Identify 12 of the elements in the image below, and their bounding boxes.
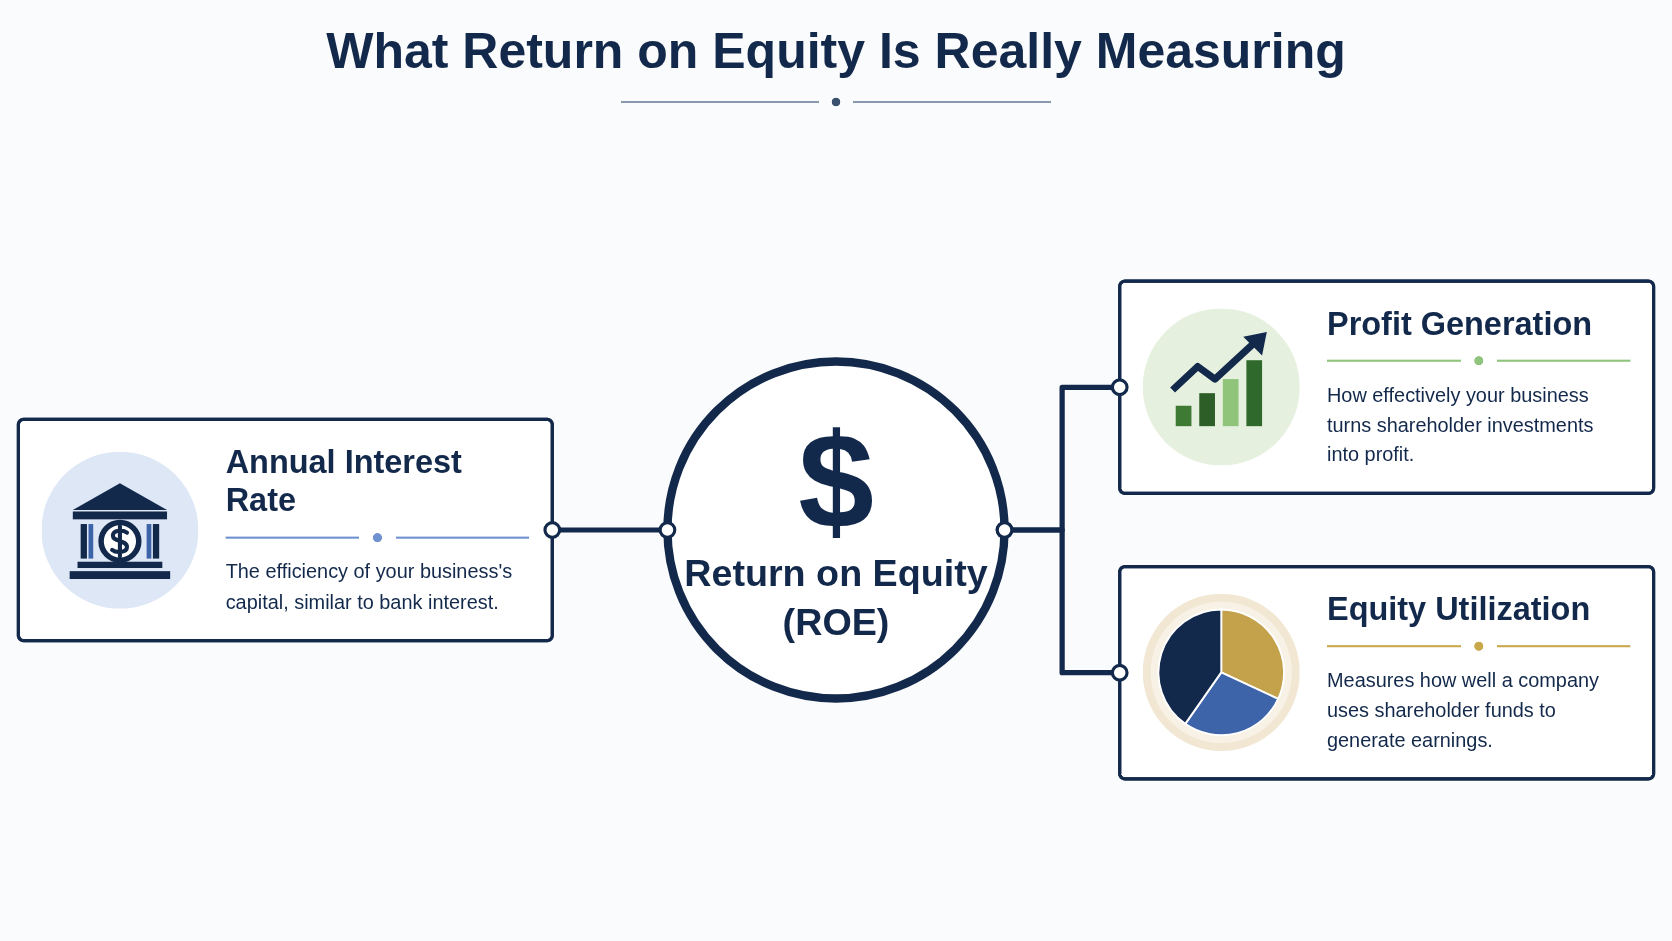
card-description: How effectively your business turns shareholder investments into profit. (1327, 382, 1595, 468)
dollar-sign: $ (798, 412, 874, 550)
center-title: Return on Equity (ROE) (683, 550, 989, 646)
connector-line (995, 521, 1129, 682)
card-heading: Equity Utilization (1327, 589, 1592, 629)
card-heading: Profit Generation (1327, 304, 1594, 344)
card-description: The efficiency of your business's capital, similar to bank interest. (225, 560, 514, 615)
card-description: Measures how well a company uses shareholder funds to generate earnings. (1327, 668, 1600, 754)
card-heading: Annual Interest Rate (225, 442, 463, 521)
connector-line (543, 521, 677, 539)
center-circle (663, 357, 1009, 703)
diagram-title: What Return on Equity Is Really Measuring (326, 24, 1346, 79)
